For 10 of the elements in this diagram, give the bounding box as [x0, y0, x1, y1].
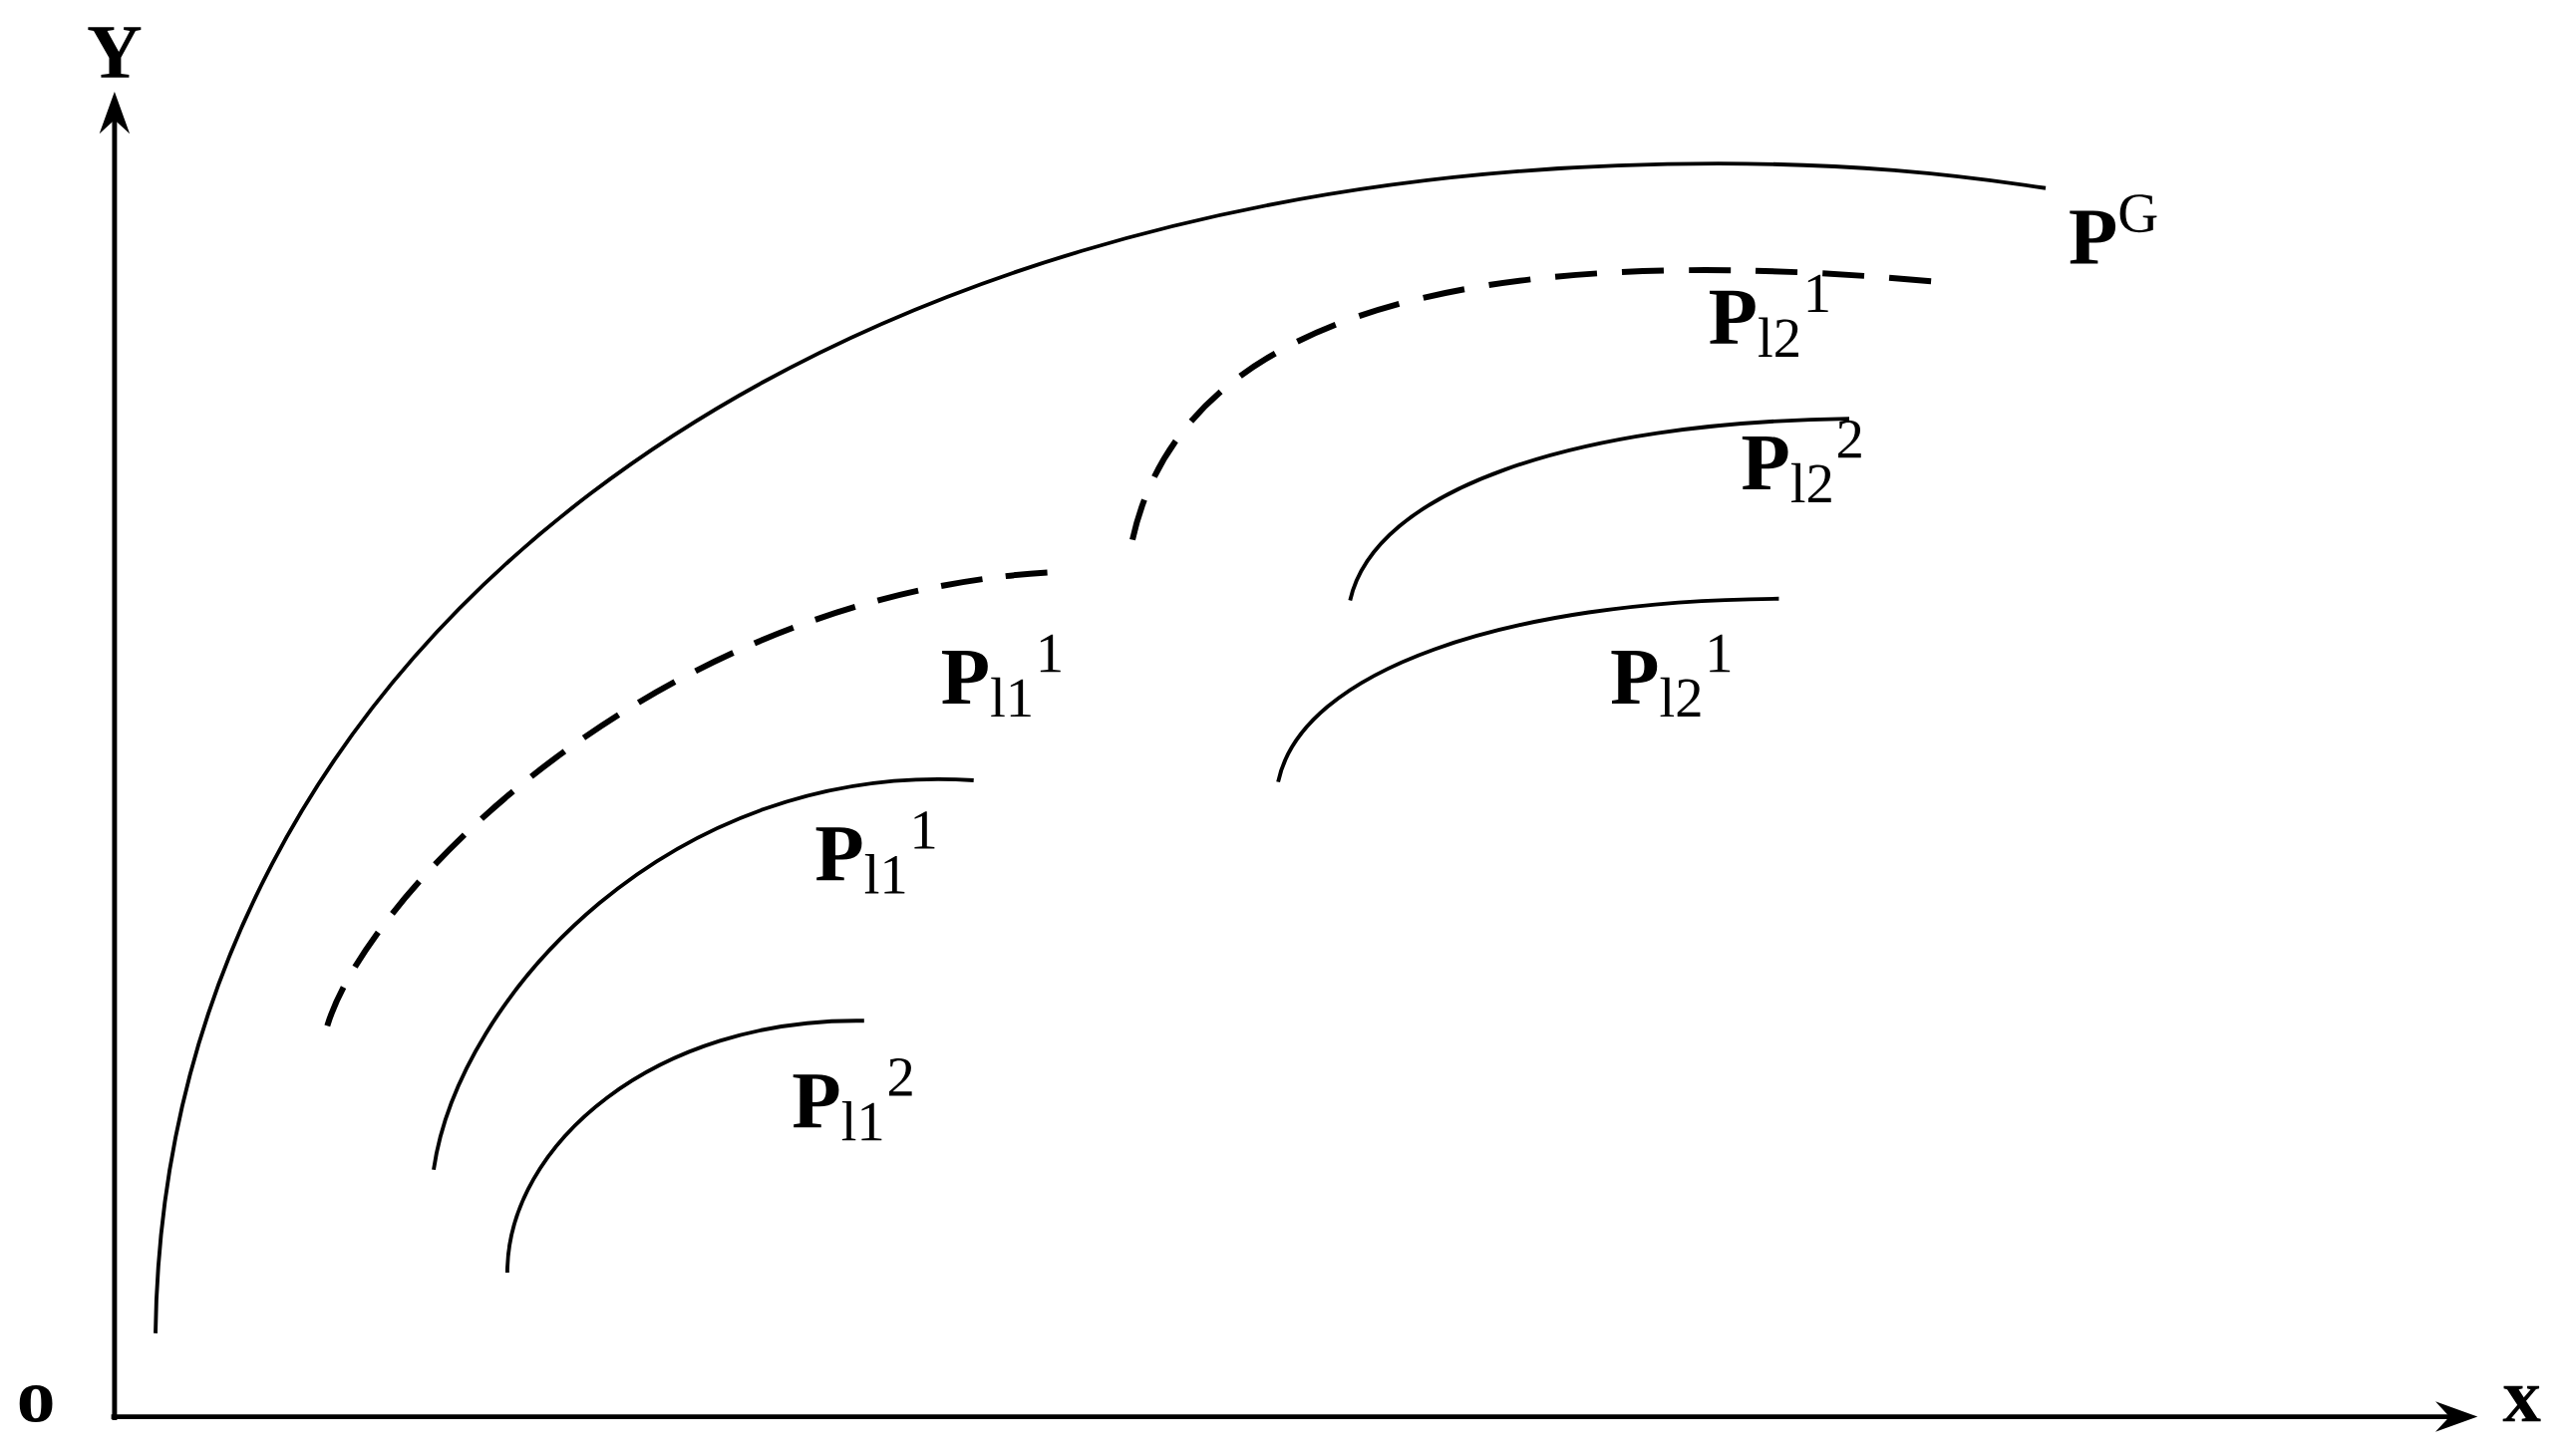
curve-label: P$^{G}$	[2070, 194, 2157, 264]
curve-label: P$_{l1}$2	[793, 1057, 912, 1141]
axis-label: Y	[88, 27, 142, 78]
curve-label: P$_{l2}$1	[1611, 634, 1731, 718]
curve-label: P$_{l2}$1	[1710, 274, 1828, 357]
curve-label: P$_{l2}$2	[1742, 420, 1861, 503]
curve-label: P$_{l1}$1	[815, 811, 935, 894]
axis-label: x	[2502, 1385, 2541, 1422]
curve-label: P$_{l1}$1	[942, 634, 1061, 718]
origin-label: o	[19, 1384, 53, 1423]
